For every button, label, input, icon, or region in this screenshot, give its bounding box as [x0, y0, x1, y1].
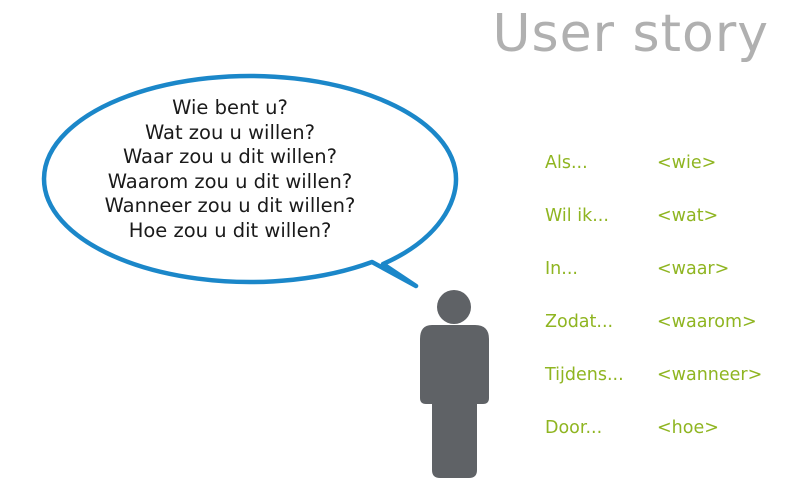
question-why: Waarom zou u dit willen? [107, 169, 353, 193]
template-placeholder: <waarom> [657, 312, 757, 332]
question-how: Hoe zou u dit willen? [128, 218, 332, 242]
template-keyword: Zodat... [545, 312, 614, 332]
template-keyword: Door... [545, 418, 603, 438]
template-keyword: Tijdens... [545, 365, 624, 385]
person-body [420, 325, 489, 478]
template-placeholder: <wie> [657, 153, 717, 173]
question-what: Wat zou u willen? [144, 120, 315, 144]
question-where: Waar zou u dit willen? [123, 145, 337, 168]
template-keyword: Als... [545, 153, 588, 173]
question-who: Wie bent u? [172, 96, 288, 119]
template-placeholder: <hoe> [657, 418, 719, 438]
person-head [437, 290, 471, 324]
page-title: User story [492, 4, 769, 64]
speech-bubble-outline [41, 73, 459, 289]
template-keyword: Wil ik... [545, 206, 609, 226]
template-placeholder: <wanneer> [657, 365, 763, 385]
question-list: Wie bent u? Wat zou u willen? Waar zou u… [45, 96, 415, 243]
question-when: Wanneer zou u dit willen? [104, 194, 356, 217]
template-keyword: In... [545, 259, 578, 279]
template-placeholder: <waar> [657, 259, 730, 279]
template-placeholder: <wat> [657, 206, 719, 226]
